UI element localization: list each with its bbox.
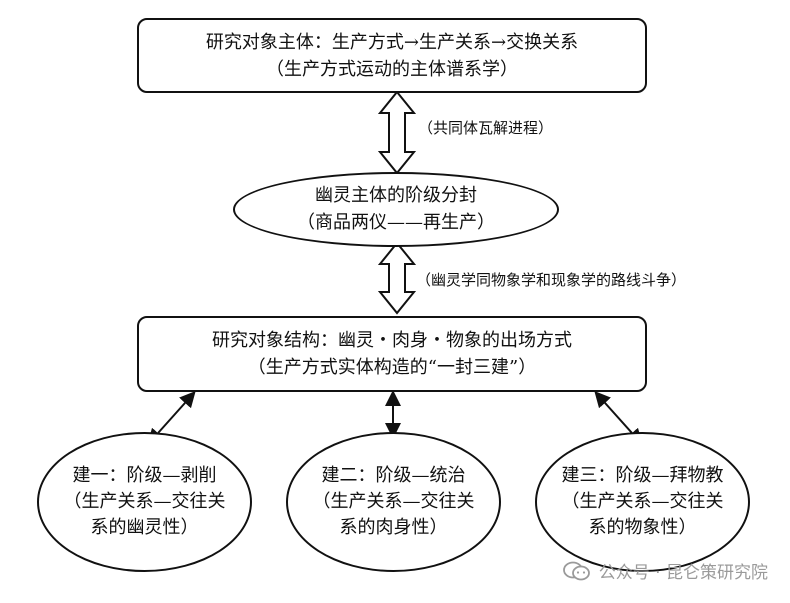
jian3-line2: （生产关系—交往关 — [561, 490, 724, 512]
top-box-line1: 研究对象主体：生产方式→生产关系→交换关系 — [205, 31, 579, 53]
ellipse-jian3: 建三：阶级—拜物教 （生产关系—交往关 系的物象性） — [535, 432, 750, 572]
jian3-line3: 系的物象性） — [588, 517, 697, 539]
structure-box-line1: 研究对象结构：幽灵・肉身・物象的出场方式 — [212, 330, 572, 351]
top-box-line2: （生产方式运动的主体谱系学） — [266, 58, 518, 80]
jian2-line1: 建二：阶级—统治 — [321, 464, 466, 486]
structure-box: 研究对象结构：幽灵・肉身・物象的出场方式 （生产方式实体构造的“一封三建”） — [137, 316, 647, 392]
double-arrow-2 — [377, 241, 417, 315]
jian2-line3: 系的肉身性） — [339, 517, 448, 539]
jian3-line1: 建三：阶级—拜物教 — [561, 464, 724, 486]
jian1-line1: 建一：阶级—剥削 — [72, 464, 217, 486]
middle-ellipse: 幽灵主体的阶级分封 （商品两仪——再生产） — [233, 172, 559, 247]
connector-1-label: （共同体瓦解进程） — [418, 119, 554, 137]
ellipse-jian1: 建一：阶级—剥削 （生产关系—交往关 系的幽灵性） — [37, 432, 252, 572]
watermark: 公众号 · 昆仑策研究院 — [562, 558, 768, 583]
middle-ellipse-line1: 幽灵主体的阶级分封 — [315, 185, 477, 207]
wechat-icon — [562, 561, 591, 581]
watermark-text: 公众号 · 昆仑策研究院 — [598, 563, 768, 583]
jian1-line2: （生产关系—交往关 — [63, 490, 226, 512]
double-arrow-1 — [377, 90, 417, 175]
structure-box-line2: （生产方式实体构造的“一封三建”） — [247, 357, 537, 378]
ellipse-jian2: 建二：阶级—统治 （生产关系—交往关 系的肉身性） — [286, 432, 501, 572]
top-box: 研究对象主体：生产方式→生产关系→交换关系 （生产方式运动的主体谱系学） — [137, 18, 647, 93]
jian1-line3: 系的幽灵性） — [90, 517, 199, 539]
jian2-line2: （生产关系—交往关 — [312, 490, 475, 512]
connector-2-label: （幽灵学同物象学和现象学的路线斗争） — [416, 271, 687, 289]
middle-ellipse-line2: （商品两仪——再生产） — [297, 211, 495, 233]
